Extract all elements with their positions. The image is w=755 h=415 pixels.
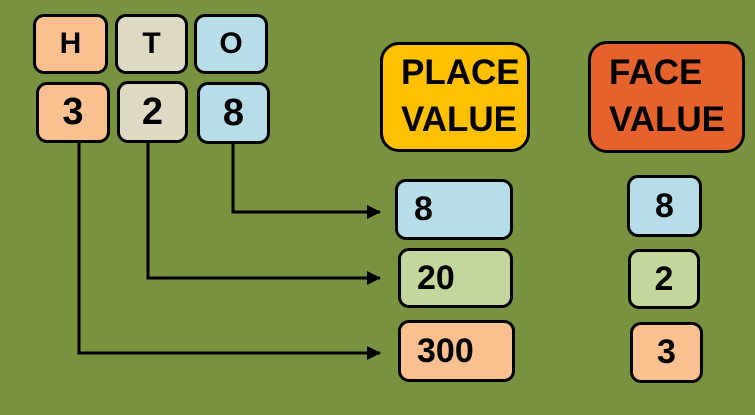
digit-box-tens: 2	[117, 81, 188, 143]
place-value-box-hundreds: 300	[398, 320, 515, 382]
letter-box-ones: O	[194, 14, 268, 74]
place-value-box-ones: 8	[395, 179, 513, 240]
place-value-header-line1: PLACE	[401, 53, 520, 93]
arrow-ones-to-place-value	[231, 144, 381, 219]
face-value-box-tens: 2	[628, 249, 700, 309]
place-value-header: PLACE VALUE	[380, 42, 530, 152]
face-value-header-line2: VALUE	[609, 100, 726, 139]
letter-box-hundreds: H	[33, 14, 108, 74]
arrow-tens-to-place-value	[146, 143, 381, 285]
digit-box-hundreds: 3	[36, 82, 110, 143]
arrow-hundreds-to-place-value	[77, 143, 381, 360]
digit-box-ones: 8	[197, 82, 270, 144]
place-value-header-line2: VALUE	[401, 100, 518, 139]
face-value-box-ones: 8	[627, 175, 702, 237]
face-value-header: FACE VALUE	[588, 41, 745, 153]
face-value-box-hundreds: 3	[630, 322, 703, 383]
letter-box-tens: T	[115, 14, 188, 74]
face-value-header-line1: FACE	[609, 53, 703, 93]
place-value-box-tens: 20	[398, 248, 513, 308]
